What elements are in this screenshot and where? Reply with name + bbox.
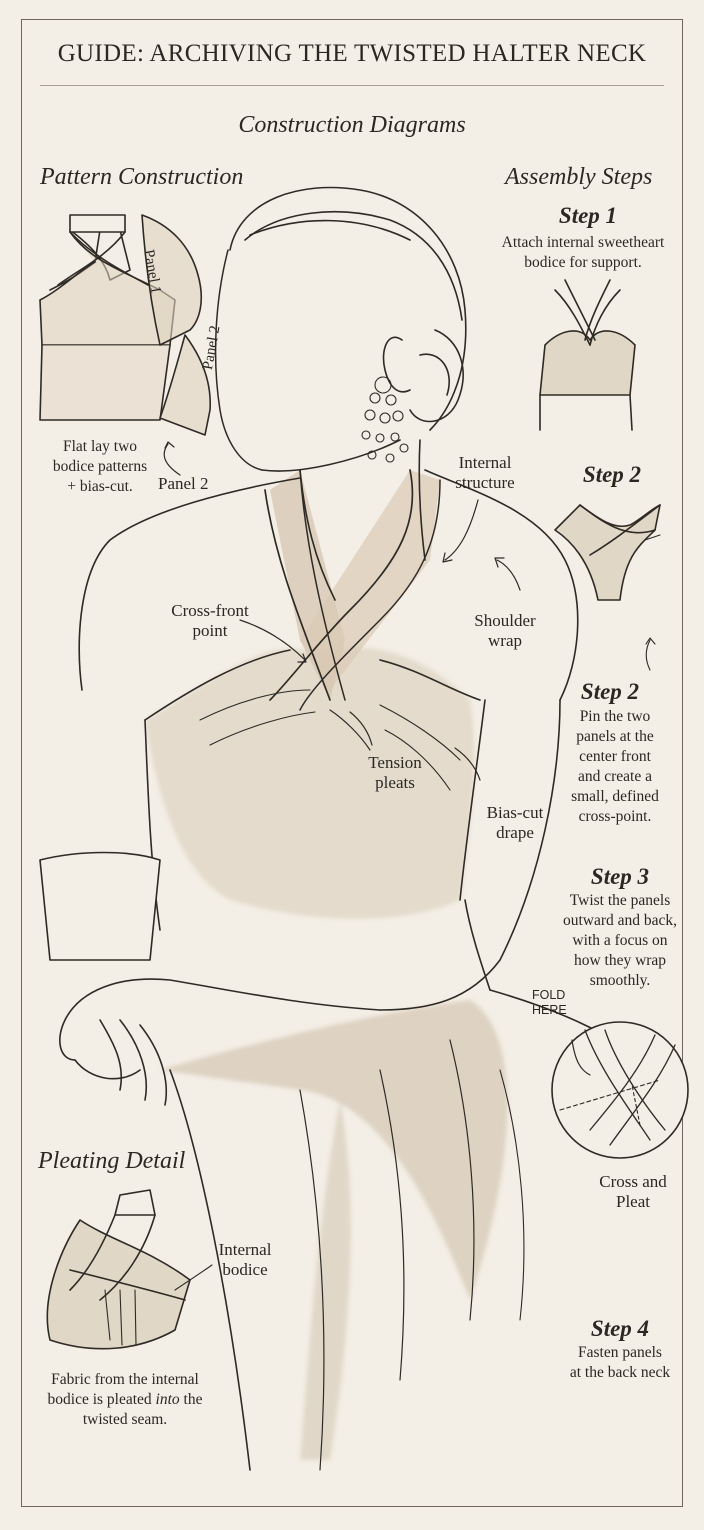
internal-bodice-label: Internal bodice [200,1240,290,1280]
cross-front-label: Cross-front point [150,601,270,641]
step3-text-line: Twist the panels [569,892,671,909]
pattern-caption-line: + bias-cut. [67,478,133,495]
step2b-label: Step 2 [580,679,640,704]
callout-line: point [192,621,228,640]
fold-here-arrow [571,1039,591,1076]
step2-panels-sketch [554,504,661,671]
fold-here-label: FOLD HERE [532,988,586,1018]
panel-2-arrow [163,443,181,476]
step1-text-line: Attach internal sweetheart [501,234,665,251]
panel-2-callout: Panel 2 [158,474,209,493]
figure-illustration [39,186,661,1471]
step1-label: Step 1 [558,203,618,228]
step2b-text-line: small, defined [571,788,659,805]
pattern-caption-line: Flat lay two [62,438,138,455]
step3-text-line: how they wrap [573,952,667,969]
step1-bodice-sketch [539,279,636,431]
cross-pleat-line: Cross and [599,1172,667,1191]
internal-structure-arrow [444,499,479,561]
cross-pleat-detail-circle [551,1021,689,1159]
tension-pleats-arrow [329,709,371,751]
step4-text-line: at the back neck [569,1364,671,1381]
callout-line: Tension [368,753,422,772]
step1-text: Attach internal sweetheart bodice for su… [468,233,698,273]
cross-pleat-label: Cross and Pleat [568,1172,698,1212]
step4-label: Step 4 [590,1316,650,1341]
internal-bodice-arrow [174,1264,213,1291]
cross-pleat-line: Pleat [616,1192,650,1211]
internal-bodice-line: bodice [222,1260,268,1279]
pleating-caption-line: Fabric from the internal [51,1371,199,1388]
pleating-detail-sketch [46,1189,213,1350]
callout-line: pleats [375,773,415,792]
title-divider [40,85,664,86]
step4-text-line: Fasten panels [578,1344,662,1361]
callout-line: Bias-cut [486,803,544,822]
bias-cut-label: Bias-cut drape [470,803,560,843]
panel-1-piece [141,214,202,346]
callout-line: drape [496,823,534,842]
panel-2-piece [159,334,211,436]
caption-text: bodice is pleated [47,1391,156,1408]
shoulder-wrap-label: Shoulder wrap [455,611,555,651]
pattern-caption-line: bodice patterns [52,458,148,475]
step3-text: Twist the panels outward and back, with … [540,891,700,991]
step2a-label: Step 2 [582,462,642,487]
caption-text: the [179,1391,203,1408]
pattern-caption: Flat lay two bodice patterns + bias-cut. [40,437,160,497]
fold-here-line: FOLD [532,988,566,1002]
pleating-caption-line: bodice is pleated into the [20,1390,230,1410]
page-title: GUIDE: ARCHIVING THE TWISTED HALTER NECK [57,40,647,67]
step2b-text-line: panels at the [576,728,654,745]
step2b-text-line: cross-point. [578,808,652,825]
assembly-heading: Assembly Steps [505,164,653,190]
step2b-text-line: and create a [578,768,652,785]
step3-label: Step 3 [590,864,650,889]
pattern-bodice-sketch [39,214,176,421]
internal-bodice-line: Internal [218,1240,272,1259]
step3-text-line: with a focus on [572,932,668,949]
page-frame [21,19,683,1507]
internal-structure-label: Internal structure [430,453,540,493]
step2-arrow [645,639,651,671]
subtitle: Construction Diagrams [238,112,466,138]
callout-line: structure [455,473,515,492]
step2b-text: Pin the two panels at the center front a… [555,707,675,827]
earring-drawing [361,376,409,463]
tension-pleats-label: Tension pleats [350,753,440,793]
pleating-heading: Pleating Detail [38,1148,186,1174]
pattern-heading: Pattern Construction [40,164,244,190]
callout-line: Internal [458,453,512,472]
cross-front-arrow [239,619,306,661]
bias-cut-arrow [454,747,481,781]
step4-text: Fasten panels at the back neck [540,1343,700,1383]
shoulder-wrap-arrow [496,559,521,591]
callout-line: Cross-front [171,601,249,620]
caption-emphasis: into [155,1391,180,1408]
callout-line: wrap [488,631,522,650]
step2b-text-line: Pin the two [579,708,651,725]
step1-text-line: bodice for support. [524,254,642,271]
callout-line: Shoulder [474,611,536,630]
step2b-text-line: center front [579,748,651,765]
fold-here-line: HERE [532,1003,567,1017]
pleating-caption-line: twisted seam. [82,1411,168,1428]
step3-text-line: smoothly. [589,972,651,989]
pleating-caption: Fabric from the internal bodice is pleat… [20,1370,230,1430]
step3-text-line: outward and back, [562,912,678,929]
